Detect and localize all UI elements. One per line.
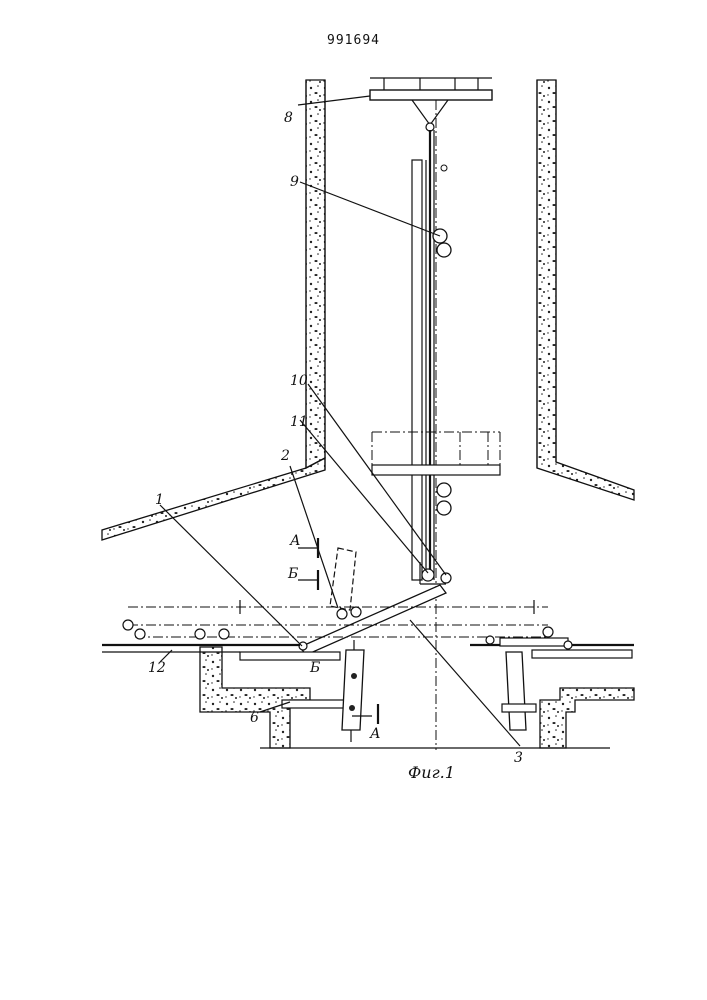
left-hydraulic-cylinder: [342, 640, 364, 742]
label-10: 10: [290, 373, 308, 389]
label-3: 3: [514, 750, 523, 766]
label-section-b-bottom: Б: [309, 660, 320, 676]
label-11: 11: [290, 414, 308, 430]
right-foundation: [470, 636, 634, 748]
label-2: 2: [280, 448, 290, 464]
vertical-guide: [412, 100, 451, 750]
label-1: 1: [155, 492, 164, 508]
label-section-a-bottom: А: [369, 726, 381, 742]
label-section-a-top: А: [289, 533, 301, 549]
label-9: 9: [290, 174, 299, 190]
top-beam: [370, 78, 492, 131]
label-12: 12: [148, 660, 166, 676]
label-8: 8: [284, 110, 293, 126]
right-shaft-wall: [537, 80, 634, 500]
figure-caption: Фиг.1: [408, 763, 455, 782]
label-section-b-top: Б: [287, 566, 298, 582]
label-6: 6: [250, 710, 259, 726]
tilted-arm: [330, 548, 356, 610]
